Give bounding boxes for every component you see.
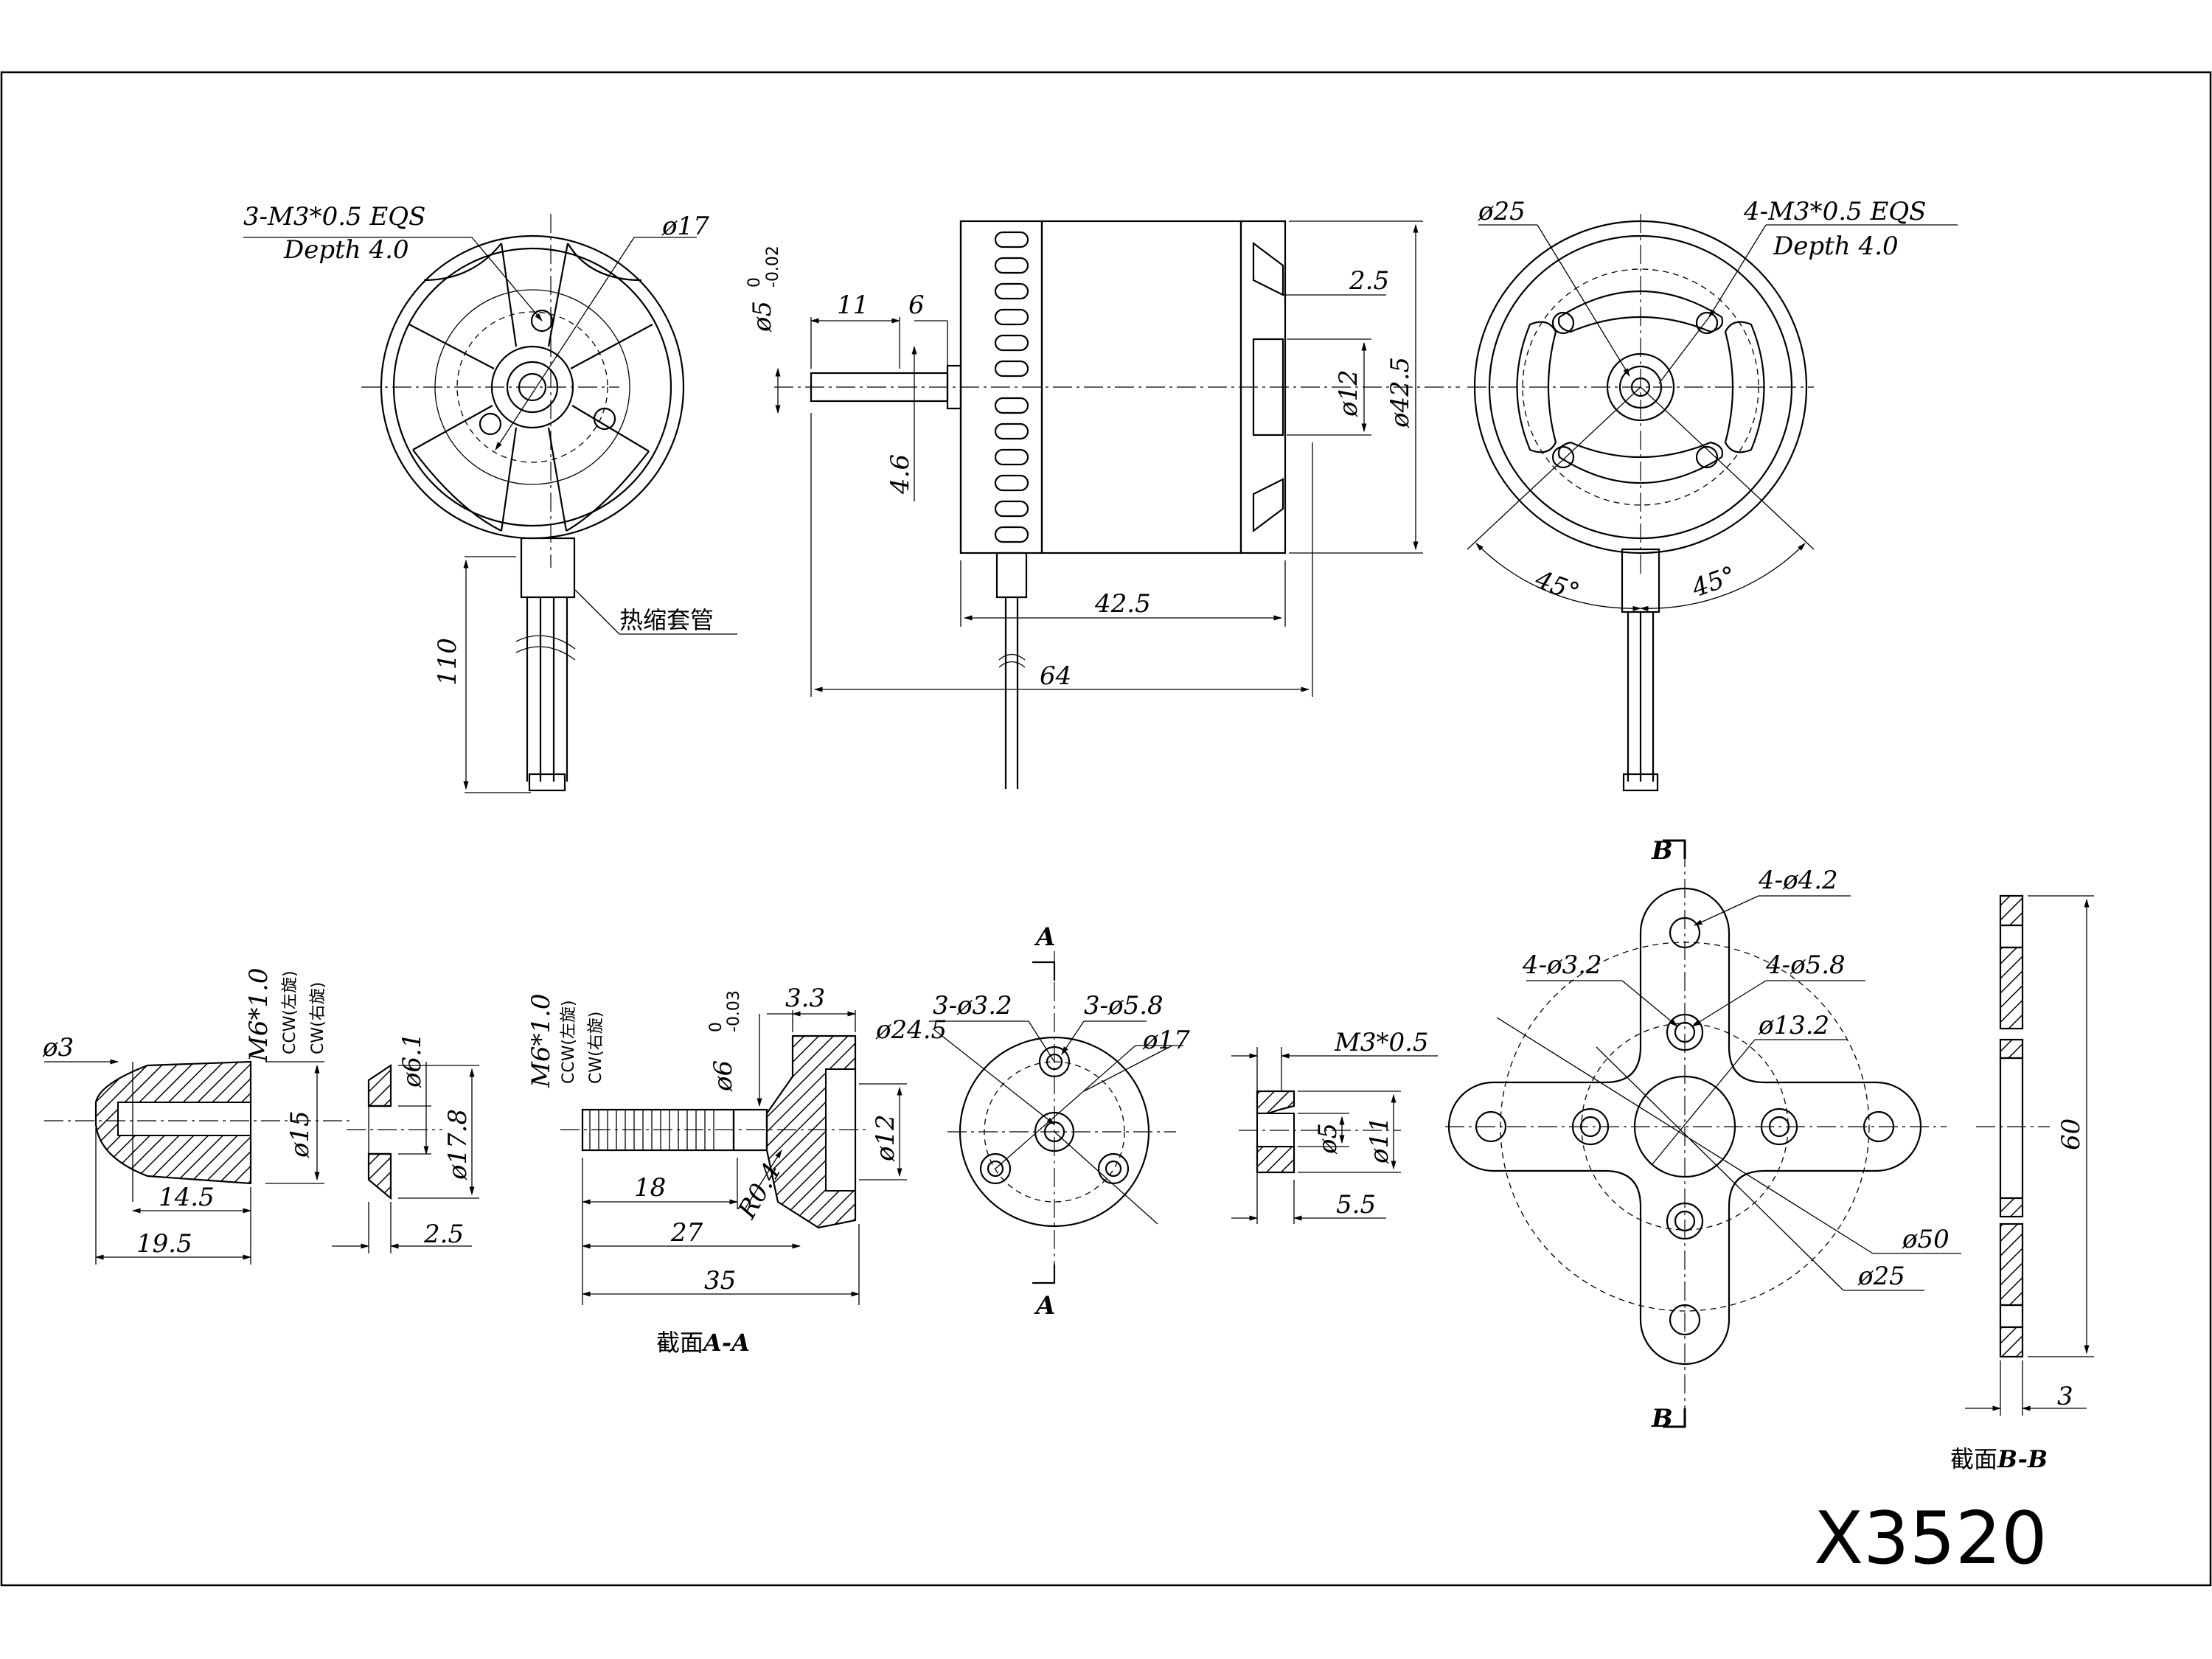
face-holes-large: 3-ø5.8 (1084, 991, 1164, 1020)
section-height-60: 60 (2056, 1119, 2086, 1150)
mount-dia-25: ø25 (1857, 1262, 1905, 1291)
adapter-thread: M6*1.0 (526, 993, 556, 1088)
nut-dia-3: ø3 (42, 1033, 74, 1062)
side-dim-2-5: 2.5 (1349, 266, 1389, 296)
section-bb-mark: B-B (1997, 1445, 2048, 1473)
drawing-border (0, 71, 2212, 1587)
adapter-len-18: 18 (634, 1173, 666, 1203)
prop-adapter: M6*1.0 CCW(左旋) CW(右旋) ø6 0 -0.03 3.3 ø12… (526, 984, 907, 1357)
rear-thread-note: 4-M3*0.5 EQS (1743, 197, 1926, 226)
cross-mount: 4-ø4.2 4-ø3.2 4-ø5.8 ø13.2 ø50 ø25 B B (1445, 836, 1961, 1433)
shaft-tol-upper: 0 (745, 277, 764, 288)
collar: M3*0.5 ø5 ø11 5.5 (1231, 1028, 1438, 1224)
nut-len-14-5: 14.5 (159, 1183, 215, 1212)
mount-holes-inner-large: 4-ø5.8 (1765, 950, 1846, 980)
nut-ccw: CCW(左旋) (281, 970, 299, 1054)
nut-thread: M6*1.0 (244, 967, 274, 1062)
mount-dia-13-2: ø13.2 (1758, 1011, 1829, 1040)
section-aa-mark: A-A (701, 1329, 750, 1357)
rear-dia-25: ø25 (1478, 197, 1526, 226)
collar-thread: M3*0.5 (1334, 1028, 1429, 1057)
side-dim-11: 11 (837, 291, 869, 320)
shaft-dia: ø5 (748, 301, 777, 333)
section-a-mark-top: A (1034, 922, 1055, 952)
mount-holes-inner-small: 4-ø3.2 (1522, 950, 1602, 980)
side-dia-42-5: ø42.5 (1385, 357, 1415, 428)
washer-thick-2-5: 2.5 (423, 1220, 464, 1249)
adapter-dim-3-3: 3.3 (785, 984, 825, 1013)
collar-dia-5: ø5 (1313, 1123, 1343, 1155)
front-depth-note: Depth 4.0 (283, 235, 409, 265)
adapter-cw: CW(右旋) (587, 1012, 605, 1084)
adapter-len-27: 27 (670, 1218, 703, 1248)
front-lead-length: 110 (433, 638, 462, 686)
rear-angle-left: 45° (1531, 565, 1583, 608)
side-len-42-5: 42.5 (1094, 589, 1151, 619)
front-view: 3-M3*0.5 EQS Depth 4.0 ø17 110 热缩套管 (243, 202, 737, 793)
washer: ø6.1 ø17.8 2.5 (332, 1032, 479, 1253)
section-aa-caption: 截面A-A (656, 1329, 750, 1357)
rear-view: ø25 4-M3*0.5 EQS Depth 4.0 45° 45° (1467, 197, 1958, 792)
side-dim-6: 6 (908, 291, 925, 320)
nut-len-19-5: 19.5 (136, 1229, 192, 1259)
side-dim-4-6: 4.6 (886, 454, 915, 495)
adapter-dia-6-tol-lower: -0.03 (725, 990, 743, 1032)
mount-holes-outer: 4-ø4.2 (1758, 866, 1838, 895)
collar-len-5-5: 5.5 (1336, 1190, 1376, 1220)
section-bb-caption: 截面B-B (1950, 1445, 2048, 1473)
spinner-nut: ø3 M6*1.0 CCW(左旋) CW(右旋) ø15 14.5 19.5 (42, 967, 354, 1265)
rear-depth-note: Depth 4.0 (1773, 232, 1899, 261)
heat-shrink-label: 热缩套管 (619, 606, 714, 634)
mount-dia-50: ø50 (1902, 1225, 1950, 1254)
section-b-mark-bottom: B (1651, 1404, 1673, 1433)
side-len-64: 64 (1040, 661, 1071, 691)
front-thread-note: 3-M3*0.5 EQS (243, 202, 425, 232)
face-dia-17: ø17 (1142, 1026, 1190, 1055)
face-holes-small: 3-ø3.2 (933, 991, 1012, 1020)
model-label: X3520 (1814, 1497, 2048, 1581)
section-thick-3: 3 (2057, 1382, 2073, 1411)
nut-dia-15: ø15 (285, 1110, 315, 1158)
shaft-tol-lower: -0.02 (764, 246, 782, 288)
mount-section: 60 3 截面B-B (1950, 894, 2094, 1473)
side-dia-12: ø12 (1334, 369, 1363, 417)
adapter-dia-6-tol-upper: 0 (707, 1022, 726, 1032)
front-dia-17: ø17 (661, 212, 709, 241)
nut-cw: CW(右旋) (309, 982, 327, 1054)
face-dia-24-5: ø24.5 (875, 1015, 947, 1045)
collar-dia-11: ø11 (1365, 1116, 1394, 1164)
section-b-mark-top: B (1651, 836, 1673, 866)
adapter-dia-6: ø6 (709, 1060, 738, 1092)
adapter-dia-12: ø12 (871, 1114, 900, 1162)
side-view: ø5 0 -0.02 11 6 4.6 2.5 ø12 ø42.5 42.5 6… (745, 220, 1460, 789)
section-a-mark-bottom: A (1034, 1291, 1055, 1321)
washer-dia-6-1: ø6.1 (397, 1032, 427, 1088)
washer-dia-17-8: ø17.8 (443, 1109, 473, 1180)
adapter-len-35: 35 (704, 1266, 736, 1295)
rear-angle-right: 45° (1687, 560, 1739, 604)
adapter-face: A A 3-ø3.2 3-ø5.8 ø24.5 ø17 (875, 922, 1190, 1321)
adapter-ccw: CCW(左旋) (560, 1000, 578, 1084)
